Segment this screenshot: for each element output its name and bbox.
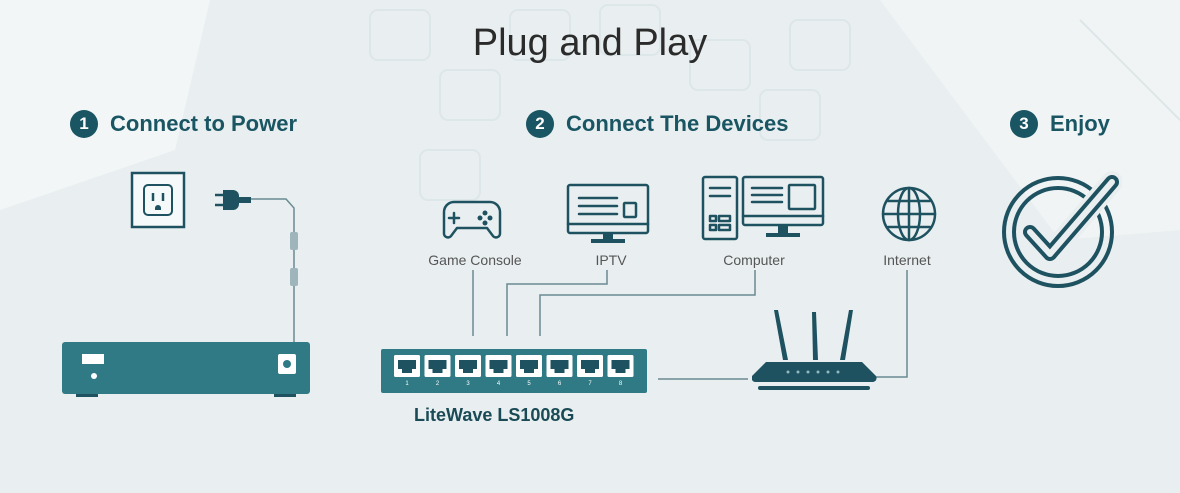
switch-port-number: 5 <box>527 381 531 387</box>
switch-port-number: 2 <box>436 381 440 387</box>
switch-port-socket <box>428 360 447 373</box>
switch-port-socket <box>611 360 630 373</box>
switch-port-number: 3 <box>466 381 470 387</box>
switch-port-number: 4 <box>497 381 501 387</box>
switch-port-number: 1 <box>405 381 409 387</box>
power-device-icon <box>62 342 310 397</box>
device-label-internet: Internet <box>883 252 931 268</box>
computer-icon <box>701 175 825 241</box>
step-label: Connect to Power <box>110 111 298 136</box>
power-plug-icon <box>215 190 251 210</box>
switch-port-socket <box>520 360 538 373</box>
power-outlet-icon <box>130 171 186 229</box>
switch-port-socket <box>398 360 416 373</box>
step-enjoy: 3 Enjoy <box>1010 110 1110 138</box>
switch-port-number: 8 <box>619 381 623 387</box>
switch-port-socket <box>550 360 569 373</box>
device-label-iptv: IPTV <box>595 252 627 268</box>
switch-port-number: 6 <box>558 381 562 387</box>
iptv-icon <box>566 183 650 243</box>
switch-ports: 1 2 3 4 5 6 7 8 <box>394 355 634 387</box>
step-number: 1 <box>70 110 98 138</box>
step-number: 3 <box>1010 110 1038 138</box>
game-console-icon <box>442 200 502 239</box>
step-connect-power: 1 Connect to Power <box>70 110 297 138</box>
page-title: Plug and Play <box>472 22 708 64</box>
switch-port-number: 7 <box>588 381 592 387</box>
step-number: 2 <box>526 110 554 138</box>
step-label: Enjoy <box>1050 111 1110 136</box>
router-icon <box>752 310 877 390</box>
device-label-game-console: Game Console <box>428 252 522 268</box>
switch-model-label: LiteWave LS1008G <box>414 405 575 425</box>
device-label-computer: Computer <box>723 252 785 268</box>
step-label: Connect The Devices <box>566 111 789 136</box>
switch-port-socket <box>489 360 508 373</box>
check-circle-icon <box>1002 171 1122 288</box>
step-connect-devices: 2 Connect The Devices <box>526 110 789 138</box>
switch-port-socket <box>581 360 599 373</box>
network-switch-icon: 1 2 3 4 5 6 7 8 <box>381 349 647 393</box>
globe-icon <box>881 186 937 242</box>
switch-port-socket <box>459 360 477 373</box>
